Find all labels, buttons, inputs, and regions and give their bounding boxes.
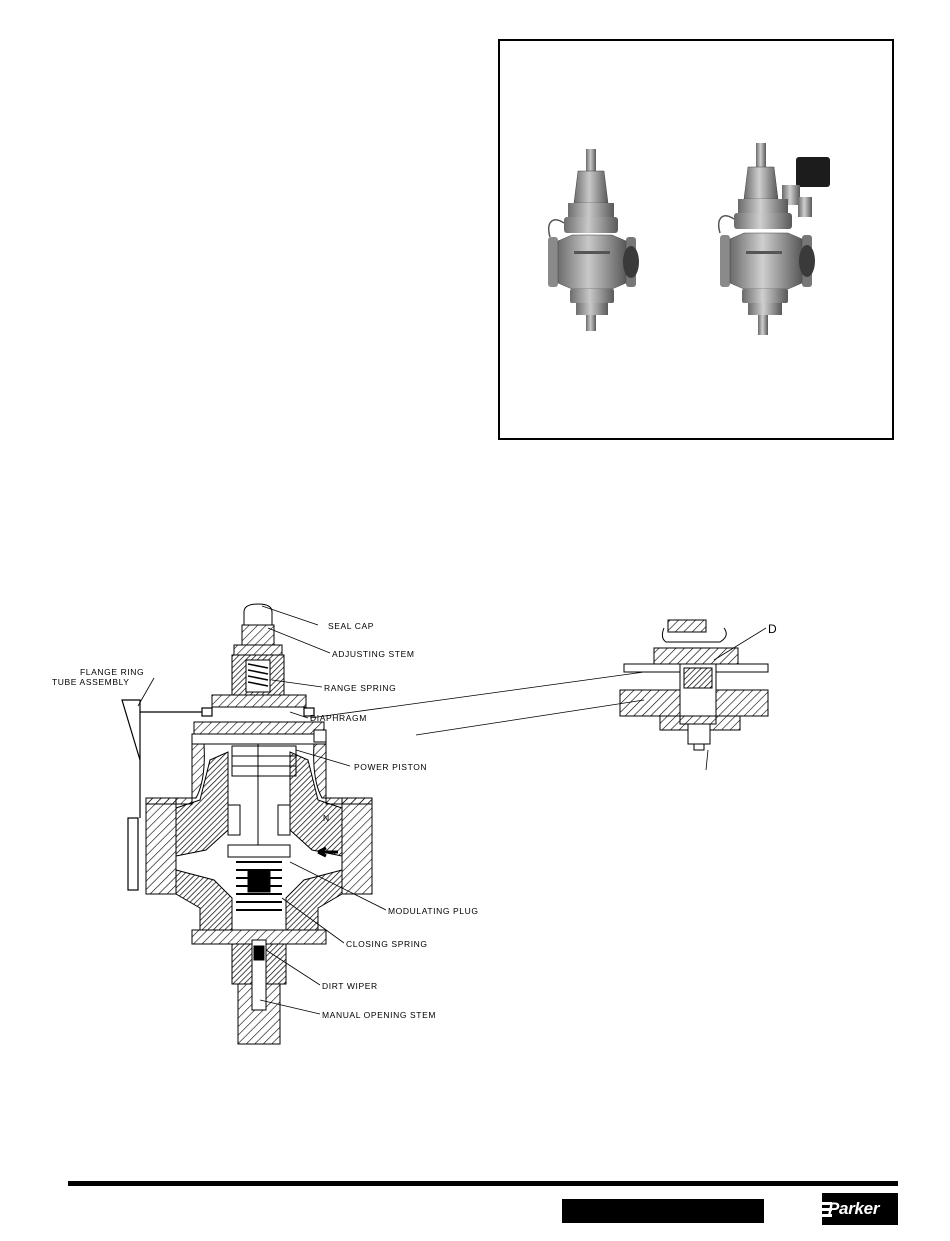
label-power-piston: POWER PISTON xyxy=(354,762,427,772)
label-manual-opening-stem: MANUAL OPENING STEM xyxy=(322,1010,436,1020)
label-flange-ring-line2: TUBE ASSEMBLY xyxy=(52,677,130,687)
label-detail-letter: D xyxy=(768,622,777,636)
adjusting-bonnet xyxy=(212,604,306,707)
footer-rule xyxy=(68,1181,898,1186)
label-flange-ring-line1: FLANGE RING xyxy=(80,667,144,677)
label-seal-cap: SEAL CAP xyxy=(328,621,374,631)
parker-logo: Parker xyxy=(822,1193,898,1225)
valve-body xyxy=(146,722,372,1044)
label-port-n: N xyxy=(323,813,330,823)
footer-black-box xyxy=(562,1199,764,1223)
label-diaphragm: DIAPHRAGM xyxy=(310,713,367,723)
label-range-spring: RANGE SPRING xyxy=(324,683,396,693)
label-dirt-wiper: DIRT WIPER xyxy=(322,981,378,991)
parker-logo-text: Parker xyxy=(828,1199,879,1219)
label-modulating-plug: MODULATING PLUG xyxy=(388,906,479,916)
label-adjusting-stem: ADJUSTING STEM xyxy=(332,649,415,659)
detail-view xyxy=(620,620,768,770)
label-closing-spring: CLOSING SPRING xyxy=(346,939,428,949)
